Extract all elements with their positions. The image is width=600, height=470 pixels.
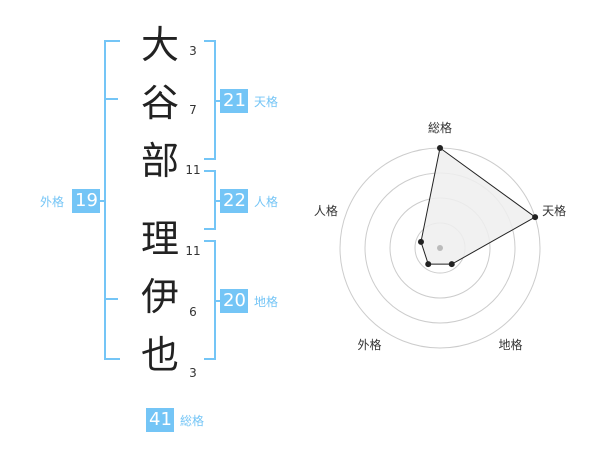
stroke-count-1: 3 xyxy=(189,44,197,58)
name-char-4: 理 xyxy=(140,217,179,261)
name-char-5: 伊 xyxy=(140,275,179,319)
gaikaku-badge: 19 xyxy=(72,189,100,213)
gaikaku-bracket xyxy=(104,40,120,360)
bracket-connector xyxy=(214,100,222,102)
chikaku-label: 地格 xyxy=(254,295,279,309)
radar-center xyxy=(437,245,443,251)
name-char-2: 谷 xyxy=(140,81,179,125)
radar-axis-label-4: 外格 xyxy=(357,337,381,352)
soukaku-badge: 41 xyxy=(146,408,174,432)
bracket-connector xyxy=(214,200,222,202)
stroke-count-6: 3 xyxy=(189,366,197,380)
bracket-tick xyxy=(104,98,118,100)
radar-point-5 xyxy=(417,238,424,245)
jinkaku-label: 人格 xyxy=(254,195,279,209)
soukaku-label: 総格 xyxy=(180,414,205,428)
radar-point-1 xyxy=(437,145,443,151)
radar-axis-label-3: 地格 xyxy=(499,337,523,352)
radar-axis-label-2: 天格 xyxy=(542,203,566,218)
name-char-6: 也 xyxy=(140,333,179,377)
stroke-count-3: 11 xyxy=(185,163,201,177)
radar-point-2 xyxy=(532,214,539,221)
radar-point-3 xyxy=(448,261,455,268)
bracket-tick xyxy=(104,298,118,300)
tenkaku-badge: 21 xyxy=(220,89,248,113)
bracket-connector xyxy=(98,200,106,202)
stroke-count-5: 6 xyxy=(189,305,197,319)
chikaku-badge: 20 xyxy=(220,289,248,313)
radar-area xyxy=(420,147,537,265)
bracket-connector xyxy=(214,300,222,302)
stroke-count-2: 7 xyxy=(189,103,197,117)
gaikaku-label: 外格 xyxy=(40,195,65,209)
name-char-3: 部 xyxy=(140,139,179,183)
radar-axis-label-1: 総格 xyxy=(428,120,452,135)
tenkaku-label: 天格 xyxy=(254,95,279,109)
name-char-1: 大 xyxy=(140,23,179,67)
radar-axis-label-5: 人格 xyxy=(314,203,338,218)
jinkaku-badge: 22 xyxy=(220,189,248,213)
stroke-count-4: 11 xyxy=(185,244,201,258)
radar-point-4 xyxy=(425,261,432,268)
